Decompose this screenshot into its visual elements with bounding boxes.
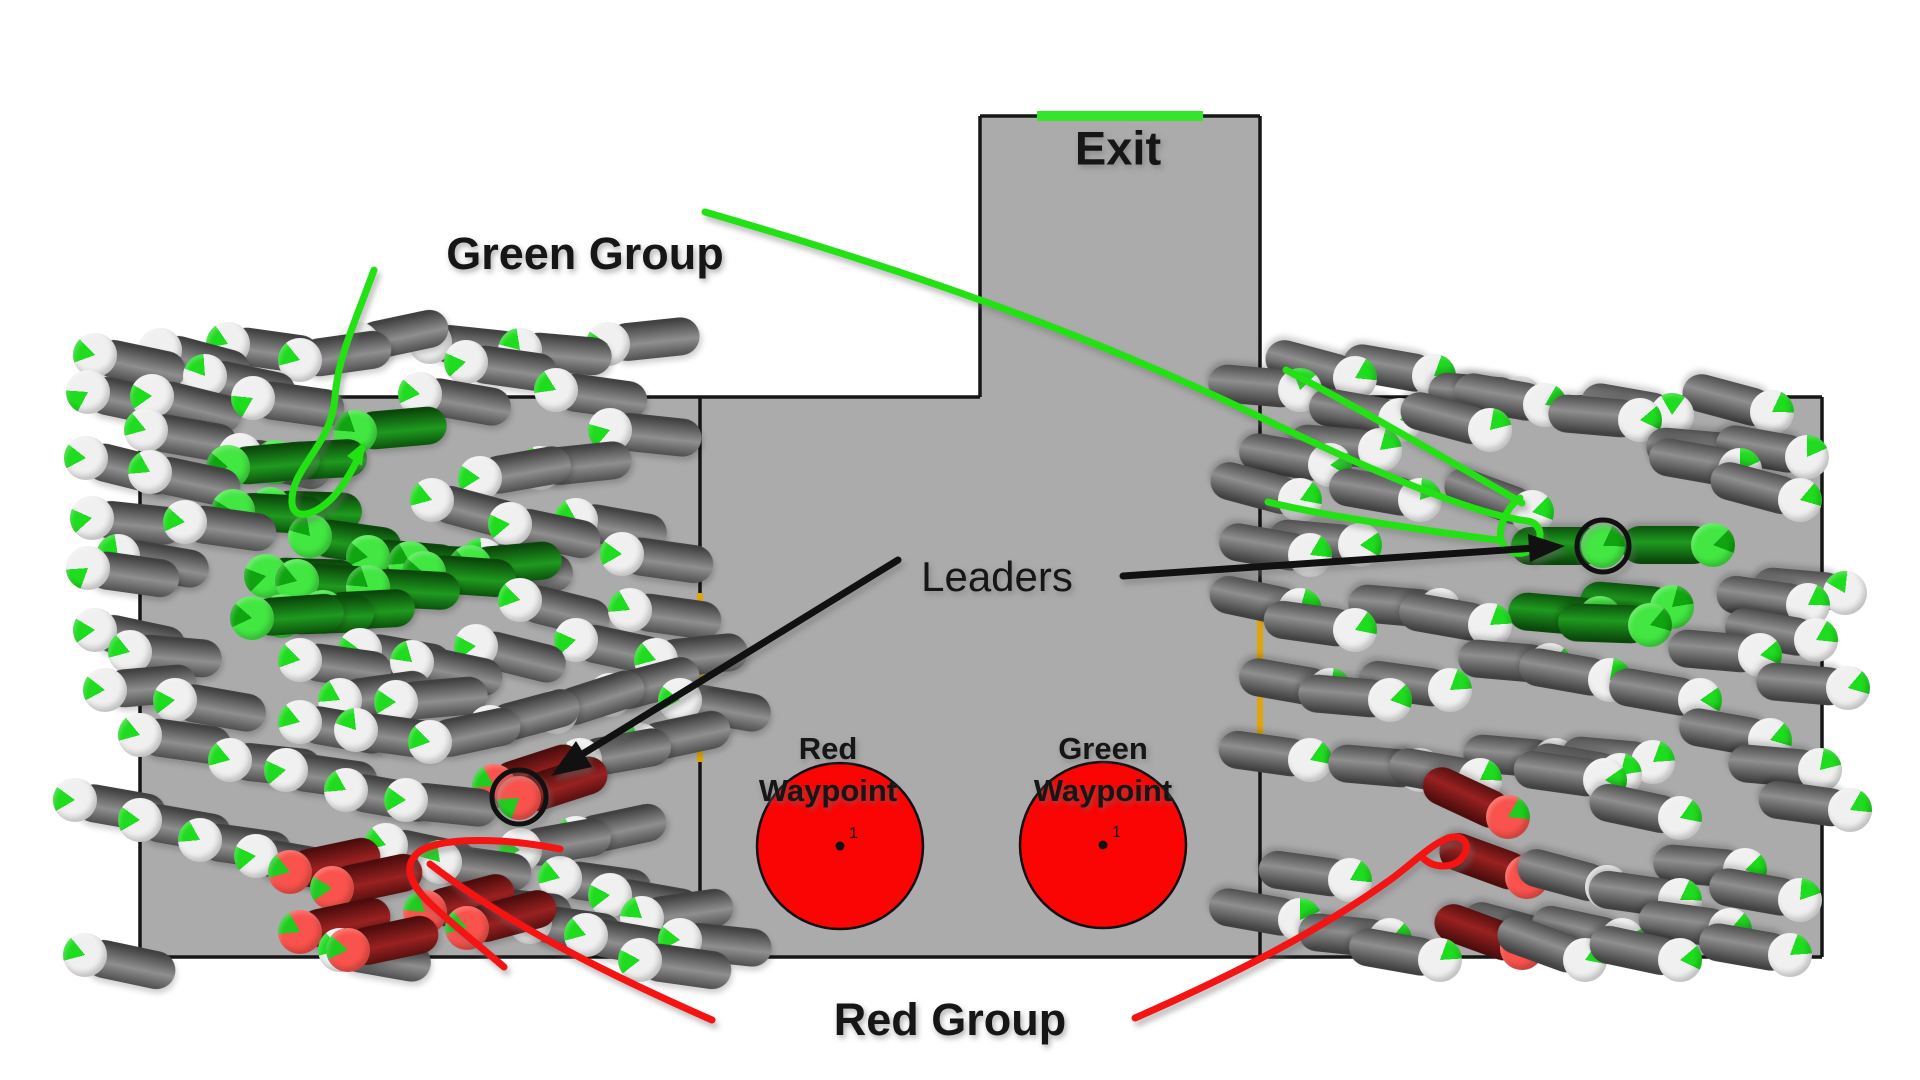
agent-direction-cap	[1288, 738, 1332, 782]
agent-direction-cap	[64, 436, 108, 480]
agent-direction-cap	[408, 720, 452, 764]
agent-direction-cap	[1581, 524, 1625, 568]
agent-direction-cap	[488, 502, 532, 546]
red-waypoint-id: 1	[849, 825, 858, 842]
leader-circle-right	[1574, 517, 1632, 575]
agent-direction-cap	[264, 748, 308, 792]
agent-direction-cap	[153, 678, 197, 722]
agent-direction-cap	[63, 933, 107, 977]
agent-direction-cap	[118, 713, 162, 757]
agent-direction-cap	[73, 333, 117, 377]
agent-direction-cap	[178, 818, 222, 862]
agent-direction-cap	[278, 638, 322, 682]
agent-direction-cap	[1785, 435, 1829, 479]
green-group-arrow-right-long	[701, 208, 1544, 557]
agent-direction-cap	[326, 928, 370, 972]
agent-direction-cap	[1468, 408, 1512, 452]
green-waypoint-label-line2: Waypoint	[1033, 773, 1173, 808]
agent-direction-cap	[1794, 618, 1838, 662]
green-waypoint-label: Green Waypoint	[1034, 728, 1172, 812]
leader-arrowhead-left	[551, 741, 592, 776]
green-group-label: Green Group	[446, 228, 724, 279]
agent-direction-cap	[1823, 571, 1867, 615]
red-group-hook-right	[1131, 833, 1470, 1022]
agent-direction-cap	[288, 514, 332, 558]
left-door-marker	[697, 593, 703, 762]
agent-direction-cap	[1691, 523, 1735, 567]
green-waypoint-label-line1: Green	[1058, 731, 1148, 766]
agent-direction-cap	[324, 768, 368, 812]
red-group-line-left	[426, 860, 716, 1024]
agent-direction-cap	[384, 778, 428, 822]
agent-direction-cap	[230, 596, 274, 640]
agent-direction-cap	[497, 776, 541, 820]
agent-direction-cap	[1658, 938, 1702, 982]
agent-direction-cap	[1828, 788, 1872, 832]
agent-direction-cap	[208, 738, 252, 782]
green-waypoint-id: 1	[1112, 824, 1121, 841]
agent-direction-cap	[70, 496, 114, 540]
leader-arrowheads	[551, 534, 1565, 776]
agent-direction-cap	[1658, 796, 1702, 840]
leader-arrow-left-line	[559, 556, 902, 770]
agent-direction-cap	[231, 376, 275, 420]
agent-direction-cap	[334, 708, 378, 752]
agent-direction-cap	[1778, 878, 1822, 922]
green-group-arrow-right-short	[1264, 498, 1501, 544]
agent-direction-cap	[1778, 478, 1822, 522]
green-group-arrow-right-mid	[1282, 366, 1526, 507]
exit-opening-marker	[1037, 111, 1203, 121]
agent-direction-cap	[1628, 603, 1672, 647]
green-waypoint-dot	[1098, 840, 1108, 850]
agent-direction-cap	[534, 368, 578, 412]
agent-direction-cap	[124, 408, 168, 452]
red-group-label: Red Group	[833, 994, 1067, 1045]
agent-direction-cap	[83, 668, 127, 712]
agent-direction-cap	[1768, 933, 1812, 977]
agent-direction-cap	[53, 778, 97, 822]
agent-direction-cap	[600, 532, 644, 576]
agent-direction-cap	[128, 450, 172, 494]
agent-direction-cap	[1368, 678, 1412, 722]
agent-direction-cap	[118, 798, 162, 842]
agent-direction-cap	[498, 578, 542, 622]
agent-direction-cap	[1288, 533, 1332, 577]
agent-direction-cap	[445, 906, 489, 950]
leader-annotations	[489, 517, 1632, 827]
red-waypoint-label-line1: Red	[798, 731, 858, 766]
agent-direction-cap	[163, 500, 207, 544]
green-group-arrow-left	[288, 266, 378, 518]
red-waypoint-dot	[835, 841, 845, 851]
agent-direction-cap	[268, 850, 312, 894]
leader-arrowhead-right	[1528, 534, 1565, 562]
agent-direction-cap	[1428, 668, 1472, 712]
agent-direction-cap	[66, 546, 110, 590]
waypoint-centers: 1 1	[835, 824, 1121, 851]
agent-direction-cap	[410, 478, 454, 522]
exit-label: Exit	[1074, 121, 1162, 175]
red-group-annotations	[406, 833, 1470, 1024]
red-waypoint-label-line2: Waypoint	[758, 773, 898, 808]
agent-direction-cap	[1826, 666, 1870, 710]
agent-direction-cap	[1418, 938, 1462, 982]
agent-direction-cap	[618, 938, 662, 982]
leaders-label: Leaders	[921, 553, 1073, 600]
red-group-hook-left	[406, 836, 564, 971]
green-group-annotations	[288, 208, 1544, 557]
agent-direction-cap	[1750, 390, 1794, 434]
leader-circle-left	[489, 767, 549, 827]
agent-direction-cap	[278, 700, 322, 744]
agent-direction-cap	[66, 370, 110, 414]
agent-direction-cap	[278, 910, 322, 954]
agent-direction-cap	[444, 340, 488, 384]
agent-direction-cap	[1486, 795, 1530, 839]
leader-arrow-right-line	[1119, 544, 1539, 580]
green-arrowhead	[347, 441, 365, 466]
agent-direction-cap	[608, 588, 652, 632]
agent-direction-cap	[1333, 608, 1377, 652]
red-waypoint-label: Red Waypoint	[759, 728, 897, 812]
